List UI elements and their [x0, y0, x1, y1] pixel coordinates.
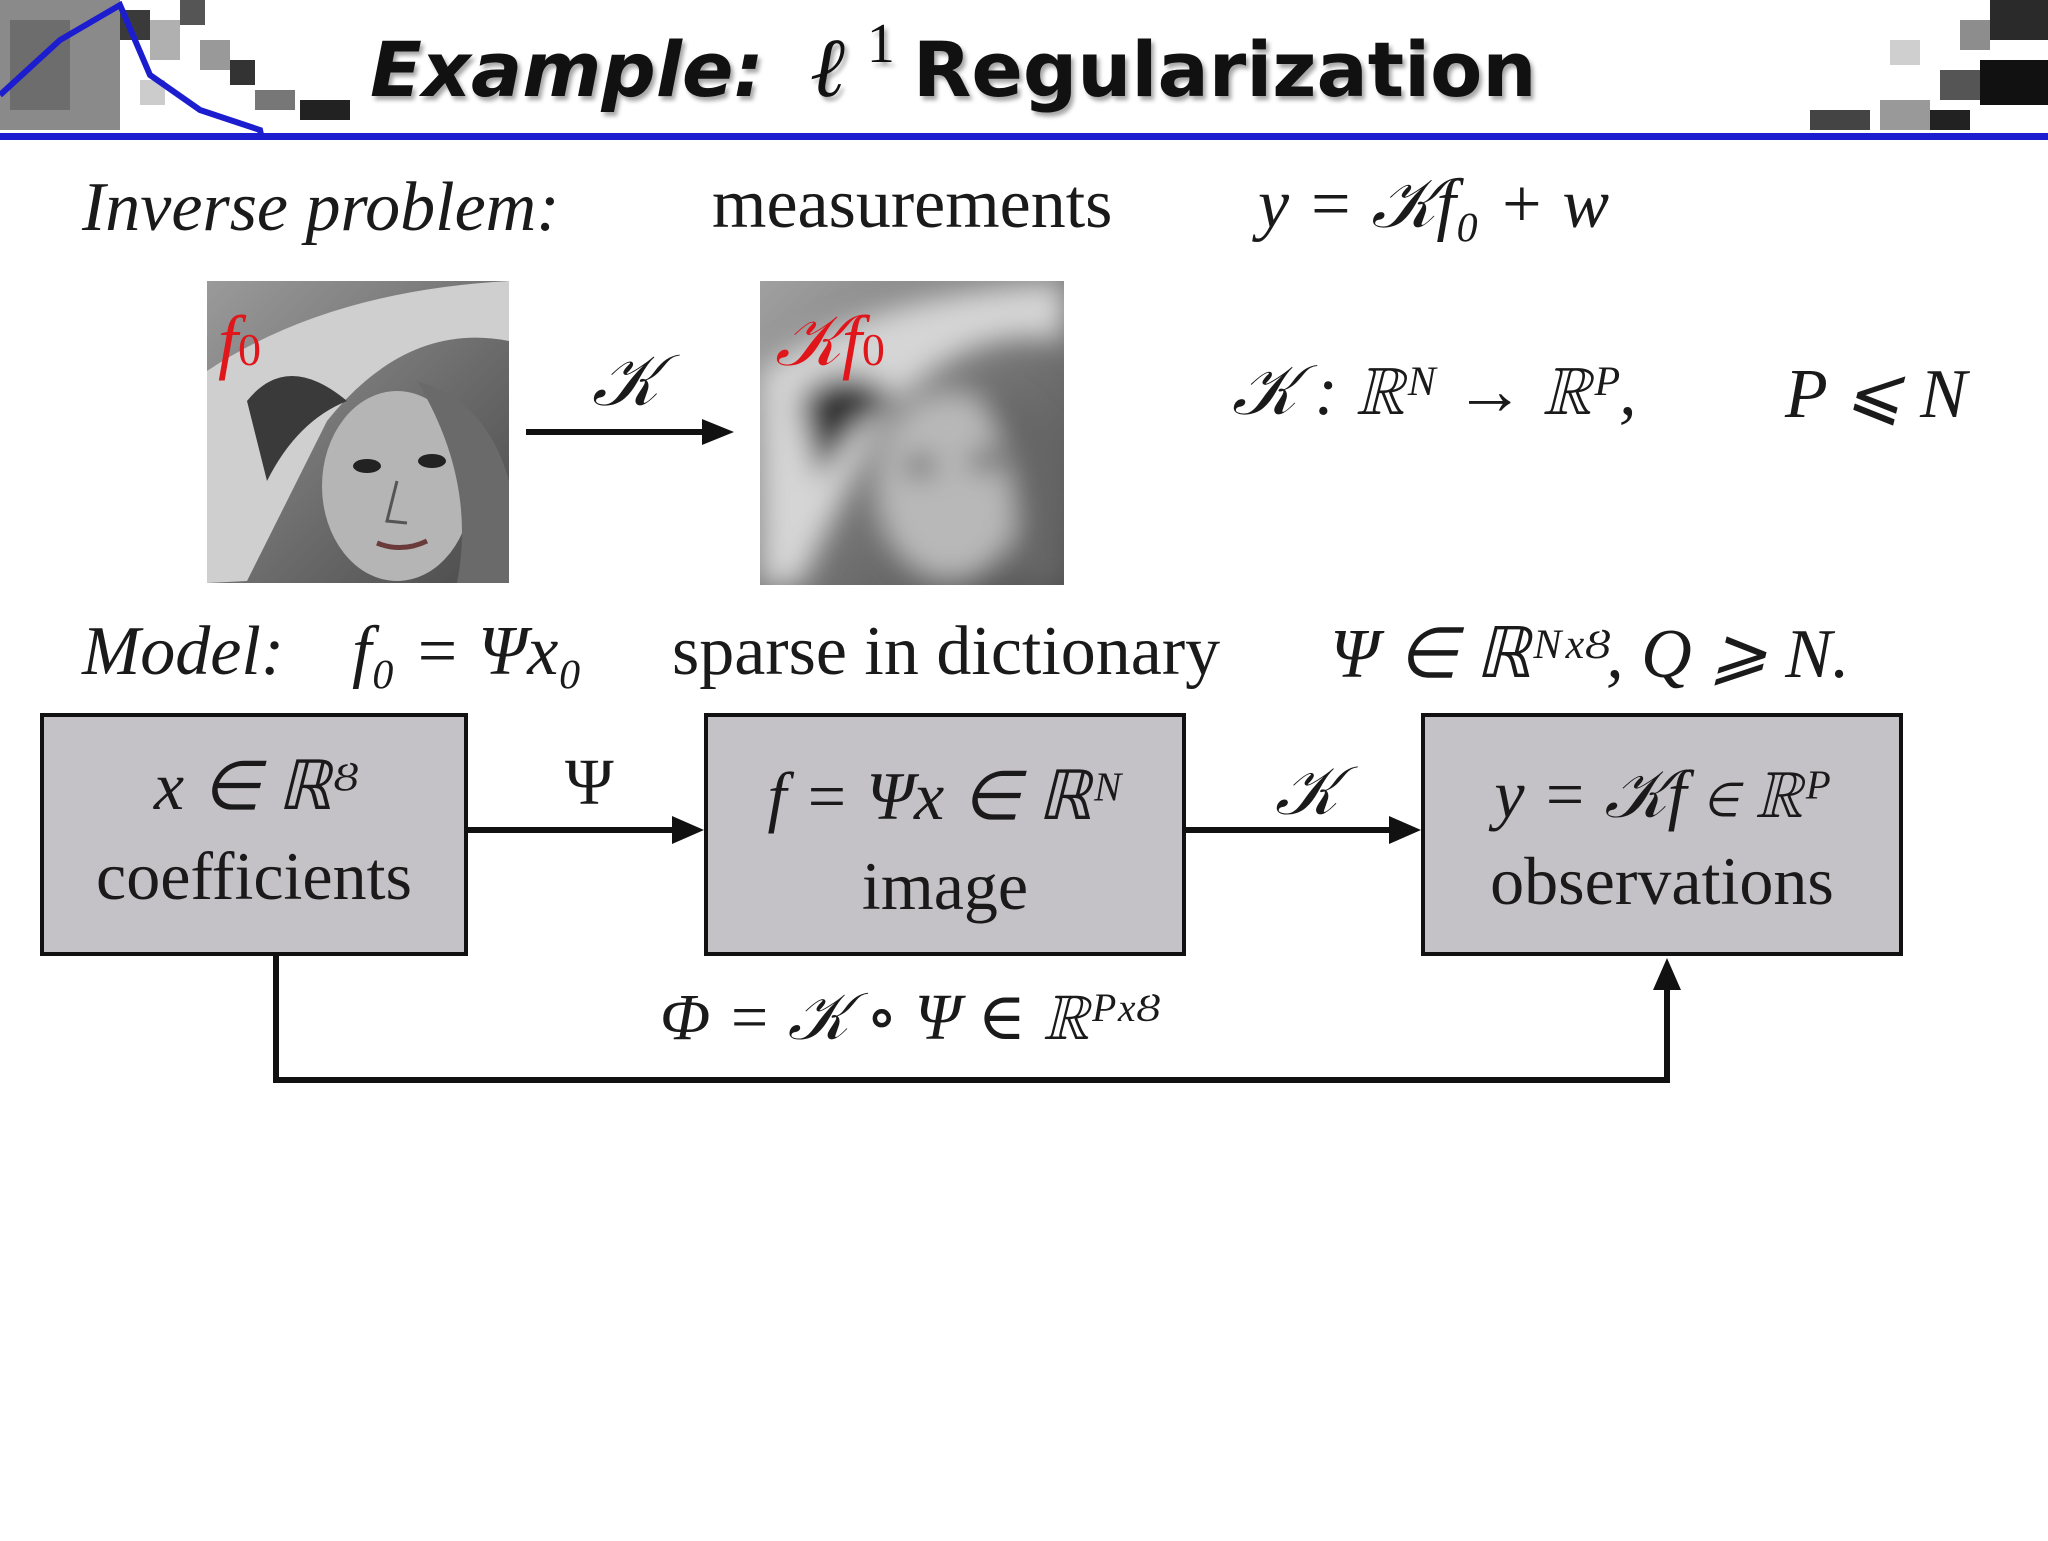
inverse-problem-label: Inverse problem: — [82, 169, 560, 246]
image-box: f = Ψx ∈ ℝᴺ image — [704, 713, 1186, 956]
observations-box: y = 𝒦f ∈ ℝᴾ observations — [1421, 713, 1903, 956]
header-left-mosaic — [0, 0, 380, 176]
psi-arrow-label: Ψ — [565, 746, 614, 819]
model-label: Model: — [82, 613, 285, 690]
f0-label-f: f — [218, 301, 239, 381]
title-rule — [0, 133, 2048, 140]
observations-math: y = 𝒦f ∈ ℝᴾ — [1494, 756, 1830, 832]
f0-label-subscript: 0 — [238, 324, 262, 375]
kf0-image-label: 𝒦f0 — [775, 300, 885, 384]
image-label: image — [861, 848, 1029, 924]
operator-k-label: 𝒦 — [592, 341, 659, 421]
coefficients-box: x ∈ ℝᴽ coefficients — [40, 713, 468, 956]
model-equation: f₀ = Ψx₀ — [352, 613, 583, 690]
kf0-label-main: 𝒦f — [775, 301, 862, 381]
model-dictionary: Ψ ∈ ℝᴺˣᴽ, Q ⩾ N. — [1330, 616, 1850, 693]
title-example: Example: — [370, 25, 764, 114]
operator-condition: P ⩽ N — [1785, 356, 1967, 433]
operator-arrow — [526, 415, 736, 449]
coefficients-math: x ∈ ℝᴽ — [153, 748, 355, 824]
original-image-f0 — [207, 281, 509, 583]
coefficients-label: coefficients — [96, 838, 412, 914]
blurred-image-kf0 — [760, 281, 1064, 585]
image-math: f = Ψx ∈ ℝᴺ — [767, 758, 1123, 834]
f0-image-label: f0 — [218, 300, 261, 383]
title-ell-superscript: 1 — [866, 13, 895, 75]
model-text: sparse in dictionary — [672, 613, 1221, 690]
title-ell: ℓ — [809, 22, 845, 115]
k-arrow-label: 𝒦 — [1275, 753, 1339, 829]
measurement-equation: y = 𝒦f₀ + w — [1258, 166, 1610, 243]
title-regularization: Regularization — [912, 25, 1537, 114]
header-right-mosaic — [1790, 0, 2048, 135]
measurements-label: measurements — [712, 166, 1113, 243]
kf0-label-subscript: 0 — [861, 324, 885, 375]
observations-label: observations — [1490, 843, 1834, 919]
phi-label: Φ = 𝒦 ∘ Ψ ∈ ℝᴾˣᴽ — [660, 981, 1157, 1054]
operator-mapping: 𝒦 : ℝᴺ → ℝᴾ, — [1232, 353, 1637, 430]
